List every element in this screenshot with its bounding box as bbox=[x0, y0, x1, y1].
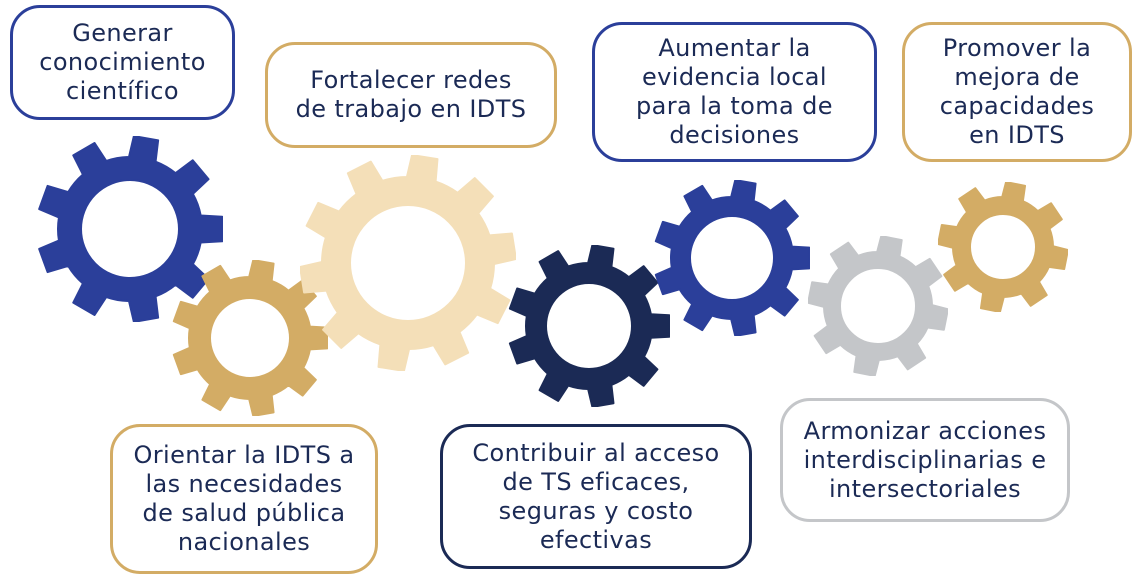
objective-promover-box: Promover la mejora de capacidades en IDT… bbox=[902, 22, 1132, 162]
objective-contribuir-box: Contribuir al acceso de TS eficaces, seg… bbox=[440, 424, 752, 569]
gear-gold-right bbox=[938, 182, 1068, 312]
gear-gold-left bbox=[172, 260, 328, 416]
gear-gray bbox=[808, 236, 948, 376]
objective-aumentar-text: Aumentar la evidencia local para la toma… bbox=[636, 34, 833, 149]
gear-blue-right-shape bbox=[654, 180, 810, 336]
objective-orientar-box: Orientar la IDTS a las necesidades de sa… bbox=[110, 424, 378, 574]
objective-fortalecer-box: Fortalecer redes de trabajo en IDTS bbox=[265, 42, 557, 148]
objective-orientar-text: Orientar la IDTS a las necesidades de sa… bbox=[133, 441, 355, 556]
objective-armonizar-text: Armonizar acciones interdisciplinarias e… bbox=[803, 416, 1047, 503]
objective-generar-box: Generar conocimiento científico bbox=[10, 5, 235, 120]
objective-armonizar-box: Armonizar acciones interdisciplinarias e… bbox=[780, 398, 1070, 522]
gear-gold-left-shape bbox=[172, 260, 328, 416]
gear-blue-large-shape bbox=[38, 136, 223, 322]
objective-contribuir-text: Contribuir al acceso de TS eficaces, seg… bbox=[472, 438, 720, 554]
objective-aumentar-box: Aumentar la evidencia local para la toma… bbox=[592, 22, 877, 162]
objective-generar-text: Generar conocimiento científico bbox=[39, 19, 206, 105]
gear-navy bbox=[508, 245, 670, 407]
gear-beige-center bbox=[300, 155, 516, 371]
gear-blue-right bbox=[654, 180, 810, 336]
objective-promover-text: Promover la mejora de capacidades en IDT… bbox=[939, 34, 1095, 149]
gear-gray-shape bbox=[808, 236, 948, 376]
gear-gold-right-shape bbox=[938, 182, 1068, 312]
gear-blue-large bbox=[37, 136, 223, 322]
gear-beige-center-shape bbox=[300, 155, 516, 371]
gear-navy-shape bbox=[508, 245, 670, 407]
objective-fortalecer-text: Fortalecer redes de trabajo en IDTS bbox=[295, 66, 527, 123]
